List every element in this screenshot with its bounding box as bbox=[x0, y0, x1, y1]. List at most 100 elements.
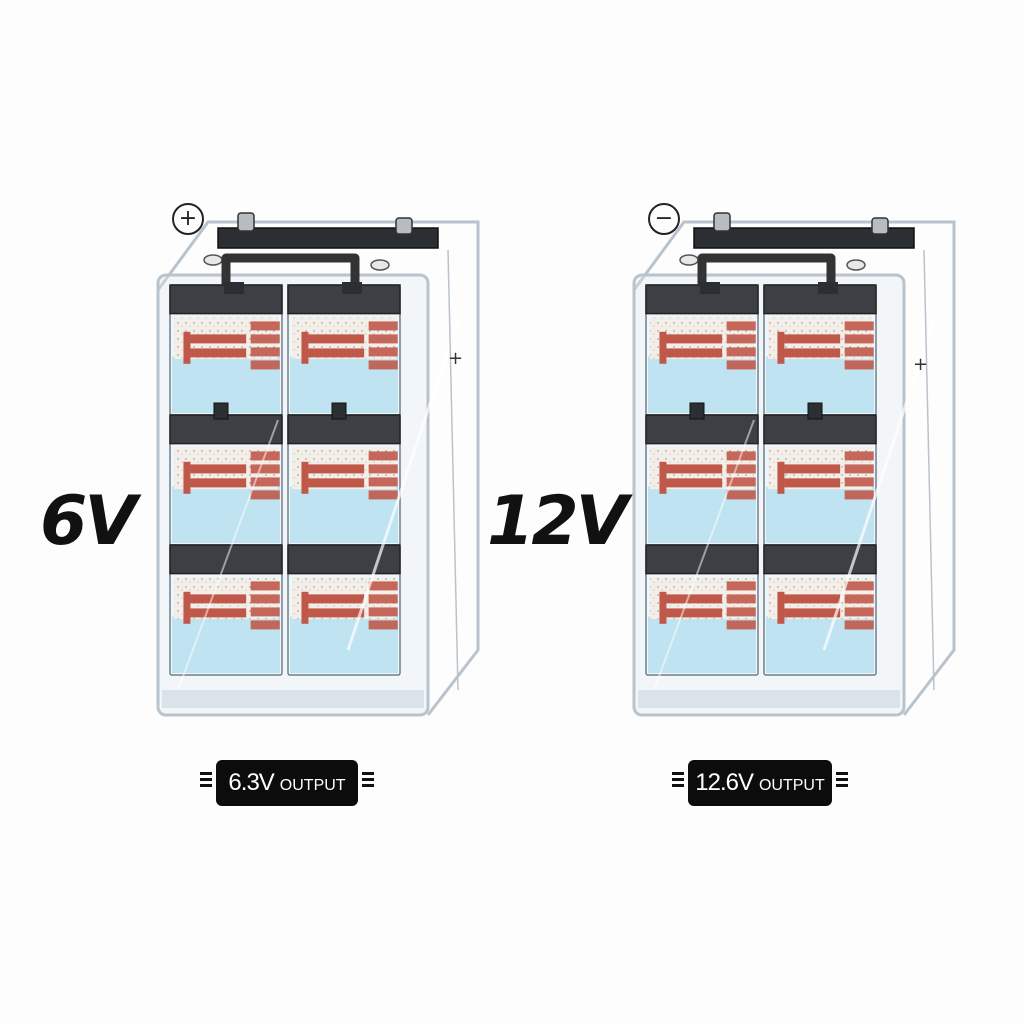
plate bbox=[308, 464, 365, 474]
output-word: OUTPUT bbox=[279, 777, 346, 794]
plate bbox=[844, 607, 874, 617]
cell-connector bbox=[224, 282, 244, 294]
plate bbox=[308, 594, 365, 604]
cell-connector bbox=[818, 282, 838, 294]
vent-cap bbox=[370, 259, 390, 271]
plate bbox=[666, 594, 723, 604]
plate bbox=[666, 334, 723, 344]
badge-pins-icon bbox=[362, 772, 374, 794]
terminal-post bbox=[713, 212, 731, 232]
battery-12v bbox=[632, 212, 956, 717]
cell-cap bbox=[763, 544, 877, 575]
case-plus-sign: + bbox=[913, 354, 929, 375]
terminal-post bbox=[871, 217, 889, 235]
battery-cell bbox=[645, 544, 759, 676]
plate bbox=[308, 334, 365, 344]
badge-pins-icon bbox=[836, 772, 848, 794]
plate bbox=[250, 360, 280, 370]
handle bbox=[697, 253, 836, 295]
plate bbox=[726, 334, 756, 344]
case-plus-sign: + bbox=[448, 348, 464, 369]
plate bbox=[301, 591, 309, 624]
case-base bbox=[638, 690, 900, 708]
plate bbox=[190, 594, 247, 604]
plate bbox=[368, 490, 398, 500]
plate bbox=[659, 331, 667, 364]
plate bbox=[844, 581, 874, 591]
plate bbox=[844, 360, 874, 370]
plate bbox=[844, 464, 874, 474]
plate bbox=[368, 360, 398, 370]
cell-cap bbox=[763, 414, 877, 445]
plate bbox=[190, 478, 247, 488]
plate bbox=[726, 581, 756, 591]
plate bbox=[250, 477, 280, 487]
plate bbox=[659, 461, 667, 494]
plate bbox=[368, 607, 398, 617]
output-voltage: 6.3V bbox=[228, 769, 274, 796]
case-outline bbox=[156, 220, 480, 716]
plate bbox=[784, 348, 841, 358]
case-outline bbox=[632, 220, 956, 716]
glass-reflection bbox=[177, 419, 279, 691]
plate bbox=[726, 360, 756, 370]
vent-cap bbox=[203, 254, 223, 266]
plate bbox=[183, 331, 191, 364]
glass-reflection bbox=[346, 319, 460, 651]
badge-pins-icon bbox=[672, 772, 684, 794]
plate bbox=[250, 594, 280, 604]
plate bbox=[183, 591, 191, 624]
plate bbox=[308, 348, 365, 358]
vent-cap bbox=[846, 259, 866, 271]
battery-cell bbox=[645, 414, 759, 546]
plate bbox=[726, 607, 756, 617]
plate bbox=[250, 490, 280, 500]
plate bbox=[844, 321, 874, 331]
plate bbox=[784, 478, 841, 488]
plate bbox=[666, 478, 723, 488]
badge-pins-icon bbox=[200, 772, 212, 794]
battery-cell bbox=[169, 414, 283, 546]
terminal-post bbox=[395, 217, 413, 235]
cell-cap bbox=[645, 544, 759, 575]
plate bbox=[190, 348, 247, 358]
cell-connector bbox=[700, 282, 720, 294]
plate bbox=[659, 591, 667, 624]
battery-cell bbox=[169, 544, 283, 676]
plate bbox=[726, 490, 756, 500]
cell-connector bbox=[807, 402, 823, 420]
plate bbox=[250, 347, 280, 357]
plate bbox=[250, 581, 280, 591]
plate bbox=[183, 461, 191, 494]
plate bbox=[844, 477, 874, 487]
plate bbox=[726, 594, 756, 604]
plate bbox=[301, 331, 309, 364]
case-edge bbox=[447, 249, 459, 691]
cell-cap bbox=[645, 414, 759, 445]
plate bbox=[844, 334, 874, 344]
battery-cell bbox=[287, 284, 401, 416]
output-voltage: 12.6V bbox=[695, 769, 754, 796]
plate bbox=[190, 334, 247, 344]
cell-connector bbox=[331, 402, 347, 420]
plate bbox=[784, 608, 841, 618]
plate bbox=[250, 321, 280, 331]
plate bbox=[666, 608, 723, 618]
battery-cell bbox=[169, 284, 283, 416]
cell-cap bbox=[287, 414, 401, 445]
plate bbox=[726, 347, 756, 357]
case-base bbox=[162, 690, 424, 708]
plate bbox=[308, 608, 365, 618]
plate bbox=[726, 620, 756, 630]
battery-cell bbox=[287, 544, 401, 676]
cell-cap bbox=[169, 284, 283, 315]
plate bbox=[784, 464, 841, 474]
plate bbox=[726, 464, 756, 474]
plate bbox=[250, 334, 280, 344]
plate bbox=[726, 321, 756, 331]
cell-connector bbox=[213, 402, 229, 420]
top-bar bbox=[693, 227, 915, 249]
plate bbox=[784, 334, 841, 344]
vent-cap bbox=[679, 254, 699, 266]
